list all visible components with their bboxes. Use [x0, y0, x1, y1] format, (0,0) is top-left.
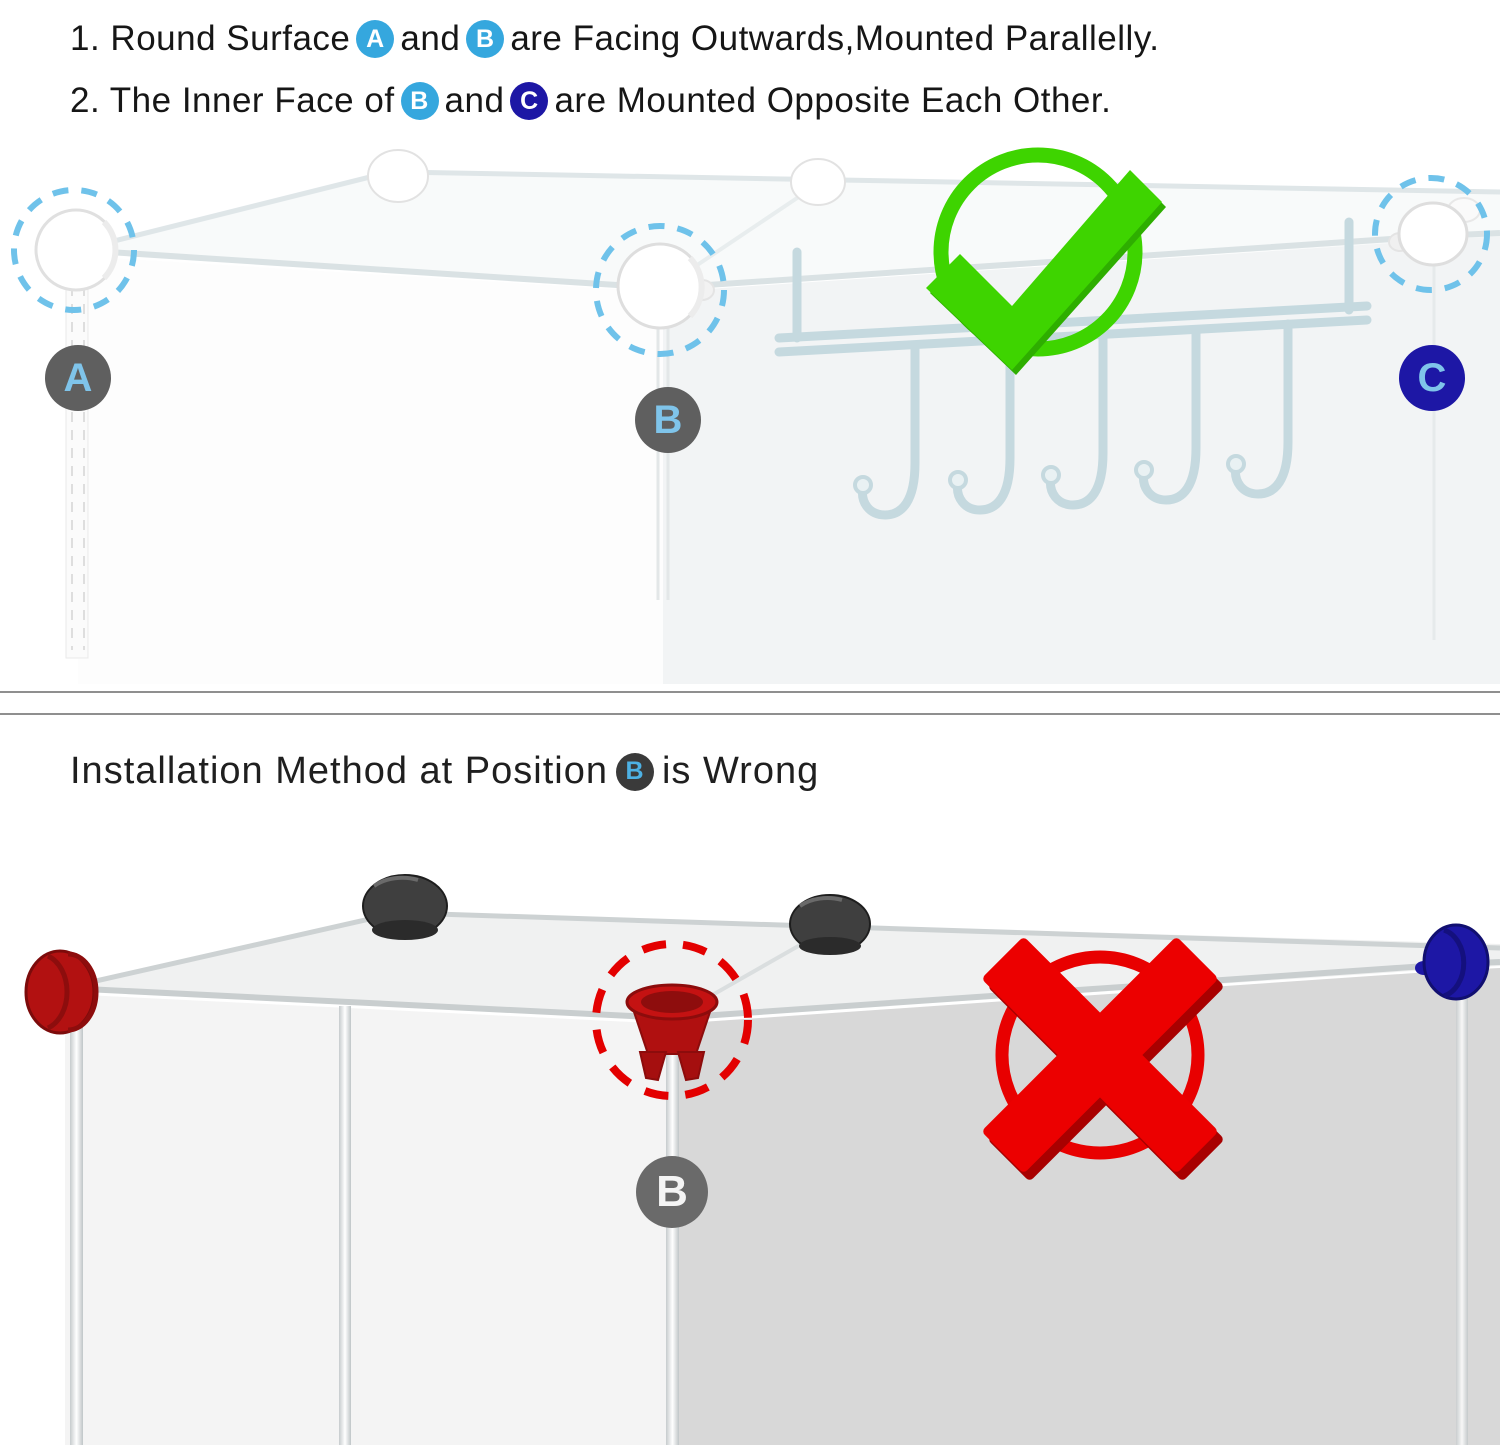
instruction-2-lead: 2. The Inner Face of [70, 81, 395, 120]
red-connector-left [24, 949, 99, 1035]
back-cap-1 [367, 149, 429, 203]
instruction-2-mid: and [444, 81, 505, 120]
badge-b-dark-icon: B [615, 752, 654, 791]
connector-cap-a [34, 208, 119, 292]
cross-icon [983, 938, 1223, 1180]
wrong-title-tail: is Wrong [661, 750, 820, 792]
red-connector-b-wrong [625, 983, 719, 1082]
badge-b-icon: B [400, 82, 439, 120]
wrong-method-title: Installation Method at Position B is Wro… [70, 750, 819, 793]
highlight-circle-c [1372, 175, 1490, 293]
connector-cap-b [616, 242, 715, 330]
instruction-line-1: 1. Round Surface A and B are Facing Outw… [70, 8, 1159, 70]
check-icon [926, 147, 1166, 375]
position-label-b-wrong: B [636, 1156, 708, 1228]
dark-back-cap-2 [789, 894, 871, 955]
instruction-1-lead: 1. Round Surface [70, 19, 351, 58]
position-label-a: A [45, 345, 111, 411]
highlight-circle-a [11, 187, 137, 313]
position-label-b: B [635, 387, 701, 453]
correct-installation-illustration [11, 147, 1500, 684]
badge-a-icon: A [356, 20, 395, 58]
divider-line-1 [0, 691, 1500, 693]
divider-line-2 [0, 713, 1500, 715]
instruction-1-mid: and [400, 19, 461, 58]
instruction-1-tail: are Facing Outwards,Mounted Parallelly. [510, 19, 1160, 58]
highlight-circle-b [593, 223, 727, 357]
position-label-c: C [1399, 345, 1465, 411]
highlight-circle-b-wrong [592, 940, 752, 1100]
dark-back-cap-1 [362, 874, 448, 940]
wrong-installation-illustration [24, 874, 1500, 1445]
badge-c-icon: C [510, 82, 549, 120]
instruction-line-2: 2. The Inner Face of B and C are Mounted… [70, 70, 1159, 132]
instruction-2-tail: are Mounted Opposite Each Other. [554, 81, 1112, 120]
wrong-title-lead: Installation Method at Position [70, 750, 608, 792]
cube-wrong [64, 874, 1500, 1445]
connector-cap-c [1388, 201, 1469, 267]
instructions: 1. Round Surface A and B are Facing Outw… [70, 8, 1159, 132]
badge-b-icon: B [466, 20, 505, 58]
back-cap-2 [790, 158, 846, 206]
blue-connector-right [1415, 923, 1490, 1001]
